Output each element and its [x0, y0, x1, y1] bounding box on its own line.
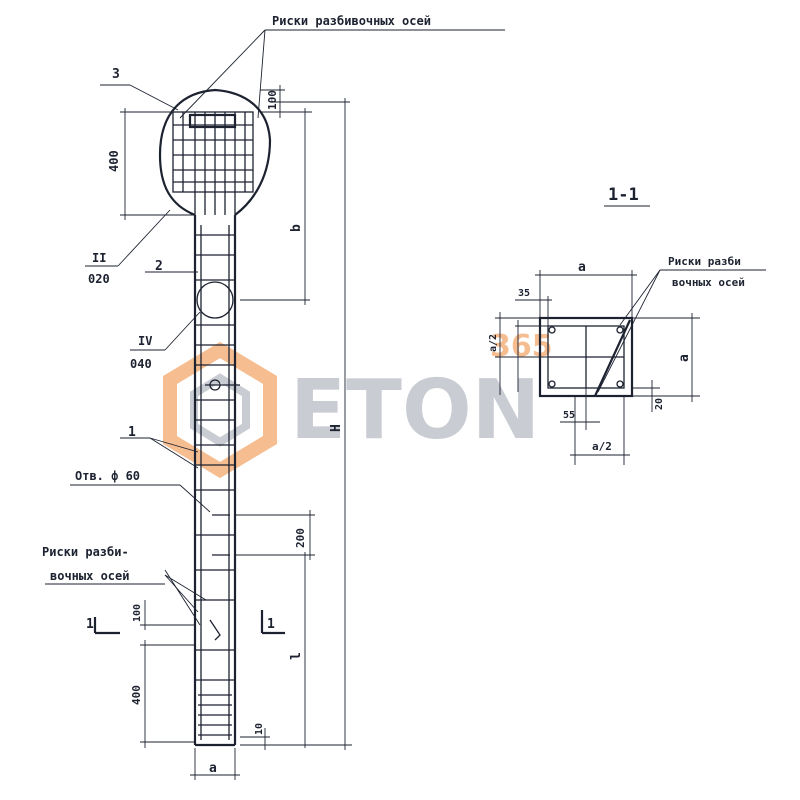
column-elevation: [158, 88, 272, 747]
dim-l: l: [289, 652, 304, 660]
watermark-text: ETON: [290, 363, 540, 458]
head-outline: [158, 88, 272, 217]
section-cut-right: 1: [260, 610, 285, 635]
shaft-stirrups: [195, 225, 235, 740]
sec-dim-55: 55: [563, 410, 575, 421]
sec-callout-line1: Риски разби: [668, 255, 741, 268]
dim-bot-400: 400: [130, 685, 143, 705]
section-title: 1-1: [608, 185, 639, 205]
watermark-sub: 365: [490, 329, 553, 364]
main-callout-title: Риски разбивочных осей: [272, 14, 431, 28]
elevation-dimensions: 400 100 b H 200 l 10 100: [107, 85, 352, 780]
section-cut-left: 1: [86, 617, 120, 635]
pos-2-label: 2: [155, 259, 163, 274]
sec-dim-a-top: a: [578, 260, 586, 275]
node-IV-top: IV: [138, 334, 152, 348]
dim-bot-10: 10: [254, 723, 265, 735]
node-IV-bottom: 040: [130, 357, 152, 371]
dim-head-400: 400: [107, 150, 121, 172]
elevation-labels: Риски разбивочных осей 3 II 020 2 IV 040…: [42, 14, 505, 635]
detail-node-circle: [196, 281, 234, 319]
dim-H: H: [329, 424, 344, 432]
sec-dim-20: 20: [654, 398, 665, 410]
lower-callout-line1: Риски разби-: [42, 545, 129, 559]
hole-label: Отв. ф 60: [75, 469, 140, 483]
lower-callout-line2: вочных осей: [50, 569, 129, 583]
watermark-logo-icon: [163, 341, 277, 479]
sec-dim-35: 35: [518, 288, 530, 299]
dim-width-a: a: [209, 761, 217, 776]
dim-top-100: 100: [266, 90, 279, 110]
pos-1-label: 1: [128, 425, 136, 440]
dim-200: 200: [294, 528, 307, 548]
svg-text:1: 1: [86, 617, 94, 632]
dim-bot-100: 100: [132, 604, 143, 622]
sec-dim-a-right: a: [677, 354, 692, 362]
sec-callout-line2: вочных осей: [672, 276, 745, 289]
dim-b: b: [289, 224, 304, 232]
hole-markers: [205, 379, 240, 641]
svg-text:1: 1: [267, 617, 275, 632]
sec-dim-a2: a/2: [488, 334, 499, 352]
node-II-bottom: 020: [88, 272, 110, 286]
node-II-top: II: [92, 251, 106, 265]
section-1-1: 1-1 a 35 a 20 a/2: [488, 185, 766, 465]
sec-dim-a2-bottom: a/2: [592, 440, 612, 453]
pos-3-label: 3: [112, 67, 120, 82]
head-reinforcement: [172, 111, 254, 215]
